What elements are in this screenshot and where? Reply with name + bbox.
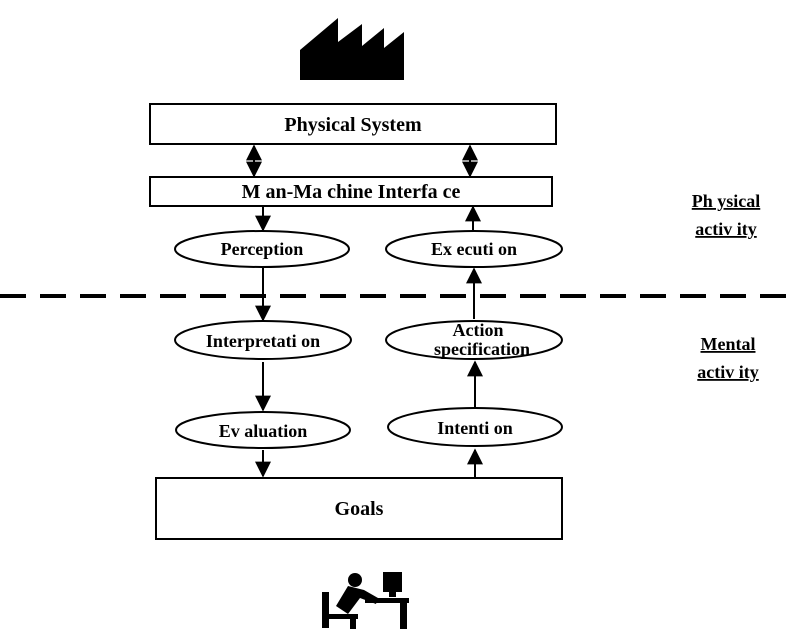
physical-system-label: Physical System — [284, 114, 422, 136]
action-specification-stage: Action specification — [385, 320, 563, 360]
intention-label: Intenti on — [437, 418, 513, 438]
factory-icon — [300, 18, 404, 80]
execution-label: Ex ecuti on — [431, 239, 517, 259]
physical-activity-label-line2: activ ity — [695, 219, 756, 239]
goals-label: Goals — [335, 498, 384, 520]
mental-activity-label-line1: Mental — [701, 334, 756, 354]
execution-stage: Ex ecuti on — [385, 230, 563, 268]
intention-stage: Intenti on — [387, 407, 563, 447]
physical-activity-label-line1: Ph ysical — [692, 191, 761, 211]
goals-box: Goals — [155, 477, 563, 540]
perception-stage: Perception — [174, 230, 350, 268]
perception-label: Perception — [221, 239, 304, 259]
action-specification-label-line1: Action — [453, 320, 504, 340]
operator-at-computer-icon — [322, 572, 409, 629]
mental-activity-label-line2: activ ity — [697, 362, 758, 382]
action-specification-label-line2: specification — [434, 339, 530, 359]
interpretation-stage: Interpretati on — [174, 320, 352, 360]
interpretation-label: Interpretati on — [206, 331, 320, 351]
evaluation-stage: Ev aluation — [175, 411, 351, 449]
evaluation-label: Ev aluation — [219, 421, 308, 441]
man-machine-interface-label: M an-Ma chine Interfa ce — [242, 181, 461, 203]
man-machine-interface-box: M an-Ma chine Interfa ce — [149, 176, 553, 207]
physical-system-box: Physical System — [149, 103, 557, 145]
